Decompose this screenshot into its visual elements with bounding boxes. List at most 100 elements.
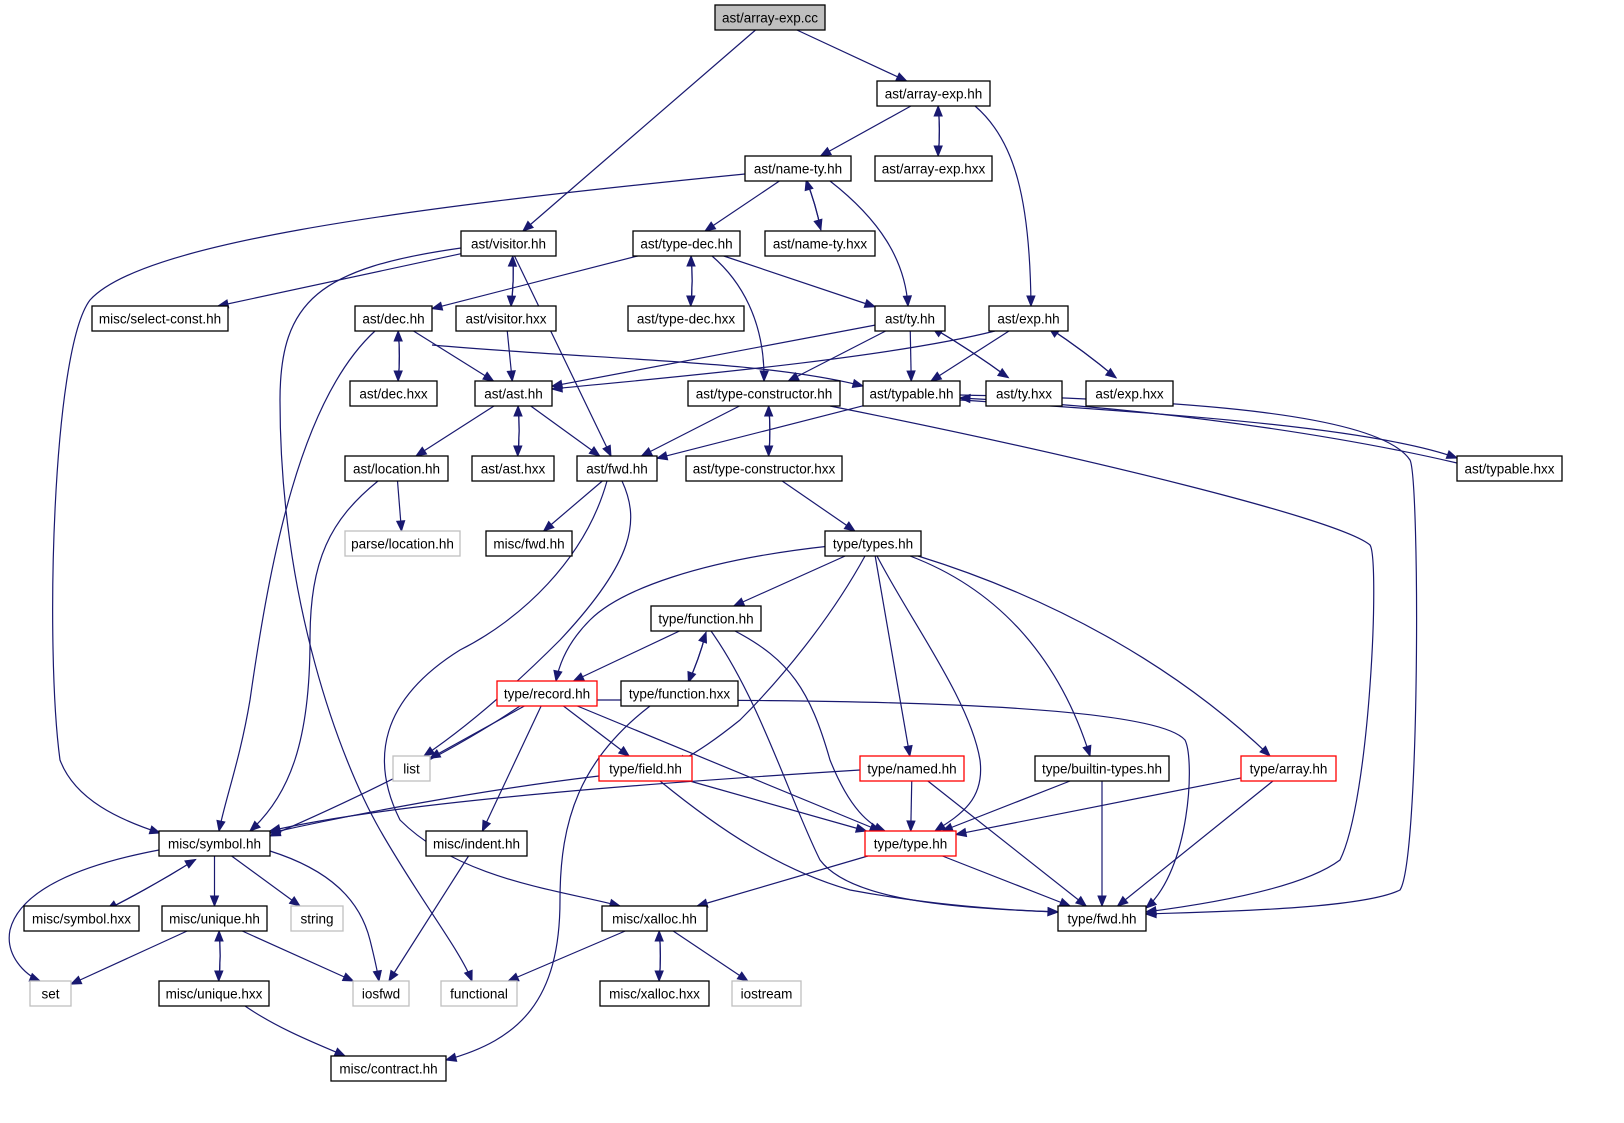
node-name-ty-hh[interactable]: ast/name-ty.hh: [744, 155, 852, 182]
node-type-constructor-hh[interactable]: ast/type-constructor.hh: [687, 380, 841, 407]
edge-name-ty-hh-to-symbol-hh-path: [52, 173, 746, 834]
edge-dec-hh-to-symbol-hh: [216, 330, 376, 833]
node-types-hh[interactable]: type/types.hh: [824, 530, 922, 557]
edge-exp-hh-to-ast-hh-arrowhead: [550, 383, 563, 393]
edge-field-hh-to-type-hh: [689, 780, 868, 833]
edge-array-hh-to-type-hh-path: [955, 777, 1242, 836]
edge-type-dec-hh-to-ty-hh-arrowhead: [863, 298, 877, 308]
node-location-hh[interactable]: ast/location.hh: [344, 455, 449, 482]
edge-ty-hh-to-ty-hxx: [932, 327, 1010, 379]
node-select-const-hh-box: [91, 305, 229, 332]
edge-ty-hh-to-type-constructor-hh-path: [788, 330, 886, 382]
edge-xalloc-hh-to-iostream: [672, 930, 749, 982]
node-set-label: set: [41, 987, 59, 1002]
node-array-hh[interactable]: type/array.hh: [1240, 755, 1337, 782]
node-dec-hh[interactable]: ast/dec.hh: [354, 305, 433, 332]
node-record-hh[interactable]: type/record.hh: [496, 680, 598, 707]
edge-exp-hh-to-exp-hxx: [1048, 327, 1118, 379]
node-exp-hxx[interactable]: ast/exp.hxx: [1085, 380, 1174, 407]
edge-types-hh-to-array-hh-path: [917, 555, 1271, 757]
node-array-exp-cc[interactable]: ast/array-exp.cc: [714, 4, 826, 31]
node-name-ty-hxx[interactable]: ast/name-ty.hxx: [764, 230, 876, 257]
node-symbol-hh-label: misc/symbol.hh: [168, 837, 261, 852]
edge-name-ty-hh-to-type-dec-hh-path: [704, 180, 780, 232]
edge-location-hh-to-symbol-hh: [248, 480, 379, 832]
edge-visitor-hh-to-functional-path: [279, 247, 473, 982]
edge-dec-hh-to-ast-hh-arrowhead: [482, 371, 495, 382]
node-function-hxx[interactable]: type/function.hxx: [620, 680, 739, 707]
node-type-fwd-hh[interactable]: type/fwd.hh: [1057, 905, 1147, 932]
node-iostream-label: iostream: [741, 987, 793, 1002]
node-array-exp-hxx-box: [874, 155, 993, 182]
node-iostream: iostream: [731, 980, 802, 1007]
node-typable-hxx[interactable]: ast/typable.hxx: [1456, 455, 1563, 482]
edge-type-dec-hh-to-dec-hh: [430, 255, 638, 311]
node-array-exp-hxx[interactable]: ast/array-exp.hxx: [874, 155, 993, 182]
node-type-dec-hxx[interactable]: ast/type-dec.hxx: [627, 305, 745, 332]
edge-named-hh-to-type-fwd-hh-arrowhead: [1074, 895, 1088, 907]
node-typable-hh[interactable]: ast/typable.hh: [862, 380, 961, 407]
edge-array-exp-hxx-to-array-exp-hh: [933, 104, 943, 157]
edge-location-hh-to-symbol-hh-arrowhead: [248, 820, 261, 832]
node-symbol-hxx[interactable]: misc/symbol.hxx: [23, 905, 140, 932]
node-exp-hh[interactable]: ast/exp.hh: [988, 305, 1069, 332]
node-ty-hxx[interactable]: ast/ty.hxx: [985, 380, 1063, 407]
node-functional: functional: [440, 980, 518, 1007]
node-misc-fwd-hh[interactable]: misc/fwd.hh: [485, 530, 573, 557]
edge-symbol-hxx-to-symbol-hh-arrowhead: [184, 858, 197, 869]
node-symbol-hh[interactable]: misc/symbol.hh: [158, 830, 271, 857]
edge-ast-hxx-to-ast-hh-arrowhead: [513, 404, 523, 417]
edge-symbol-hh-to-iosfwd-path: [269, 850, 380, 982]
node-visitor-hh[interactable]: ast/visitor.hh: [460, 230, 557, 257]
node-type-constructor-hxx[interactable]: ast/type-constructor.hxx: [685, 455, 843, 482]
node-visitor-hh-label: ast/visitor.hh: [471, 237, 546, 252]
edge-ast-hxx-to-ast-hh: [513, 404, 523, 457]
node-set-box: [29, 980, 72, 1007]
edge-builtin-types-hh-to-type-hh: [941, 780, 1071, 832]
edge-symbol-hh-to-iosfwd: [269, 850, 382, 983]
edge-type-hh-to-type-fwd-hh: [942, 855, 1072, 907]
edge-array-hh-to-type-hh: [954, 777, 1242, 838]
node-ast-fwd-hh[interactable]: ast/fwd.hh: [576, 455, 658, 482]
node-contract-hh[interactable]: misc/contract.hh: [330, 1055, 447, 1082]
nodes-layer: ast/array-exp.cc ast/array-exp.hh ast/name…: [23, 4, 1563, 1082]
node-field-hh[interactable]: type/field.hh: [598, 755, 693, 782]
edge-type-constructor-hh-to-ast-fwd-hh-path: [641, 405, 740, 457]
edge-typable-hh-to-typable-hxx-arrowhead: [1445, 449, 1459, 459]
node-ast-hh[interactable]: ast/ast.hh: [474, 380, 553, 407]
node-unique-hh[interactable]: misc/unique.hh: [161, 905, 268, 932]
edge-types-hh-to-array-hh-arrowhead: [1259, 745, 1271, 757]
node-named-hh[interactable]: type/named.hh: [859, 755, 965, 782]
edge-types-hh-to-type-hh: [876, 555, 982, 832]
node-type-dec-hh[interactable]: ast/type-dec.hh: [632, 230, 741, 257]
node-location-hh-label: ast/location.hh: [353, 462, 440, 477]
edge-array-exp-hh-to-exp-hh-arrowhead: [1026, 295, 1036, 308]
edge-ty-hh-to-ty-hxx-path: [932, 327, 1009, 379]
edge-named-hh-to-type-hh-arrowhead: [906, 820, 916, 833]
node-visitor-hxx[interactable]: ast/visitor.hxx: [455, 305, 557, 332]
node-ast-hxx[interactable]: ast/ast.hxx: [471, 455, 555, 482]
node-type-hh[interactable]: type/type.hh: [864, 830, 957, 857]
node-misc-fwd-hh-label: misc/fwd.hh: [493, 537, 564, 552]
node-select-const-hh[interactable]: misc/select-const.hh: [91, 305, 229, 332]
node-xalloc-hxx[interactable]: misc/xalloc.hxx: [599, 980, 710, 1007]
node-builtin-types-hh[interactable]: type/builtin-types.hh: [1034, 755, 1170, 782]
node-dec-hxx-box: [349, 380, 438, 407]
node-indent-hh[interactable]: misc/indent.hh: [425, 830, 528, 857]
node-unique-hxx[interactable]: misc/unique.hxx: [158, 980, 270, 1007]
node-array-exp-hh[interactable]: ast/array-exp.hh: [876, 80, 991, 107]
edge-types-hh-to-builtin-types-hh-arrowhead: [1082, 744, 1092, 758]
node-xalloc-hh[interactable]: misc/xalloc.hh: [601, 905, 708, 932]
node-array-exp-hh-label: ast/array-exp.hh: [885, 87, 983, 102]
node-dec-hxx[interactable]: ast/dec.hxx: [349, 380, 438, 407]
node-parse-location-hh: parse/location.hh: [344, 530, 461, 557]
edge-array-hh-to-type-hh-arrowhead: [954, 827, 968, 838]
edge-type-dec-hh-to-type-constructor-hh-arrowhead: [759, 370, 769, 383]
edge-builtin-types-hh-to-type-fwd-hh-arrowhead: [1097, 895, 1107, 908]
node-unique-hh-label: misc/unique.hh: [169, 912, 260, 927]
edge-function-hxx-to-contract-hh-arrowhead: [444, 1052, 458, 1062]
edge-xalloc-hh-to-iostream-path: [672, 930, 749, 982]
node-ty-hh[interactable]: ast/ty.hh: [874, 305, 946, 332]
node-ast-hh-label: ast/ast.hh: [484, 387, 543, 402]
node-function-hh[interactable]: type/function.hh: [650, 605, 762, 632]
